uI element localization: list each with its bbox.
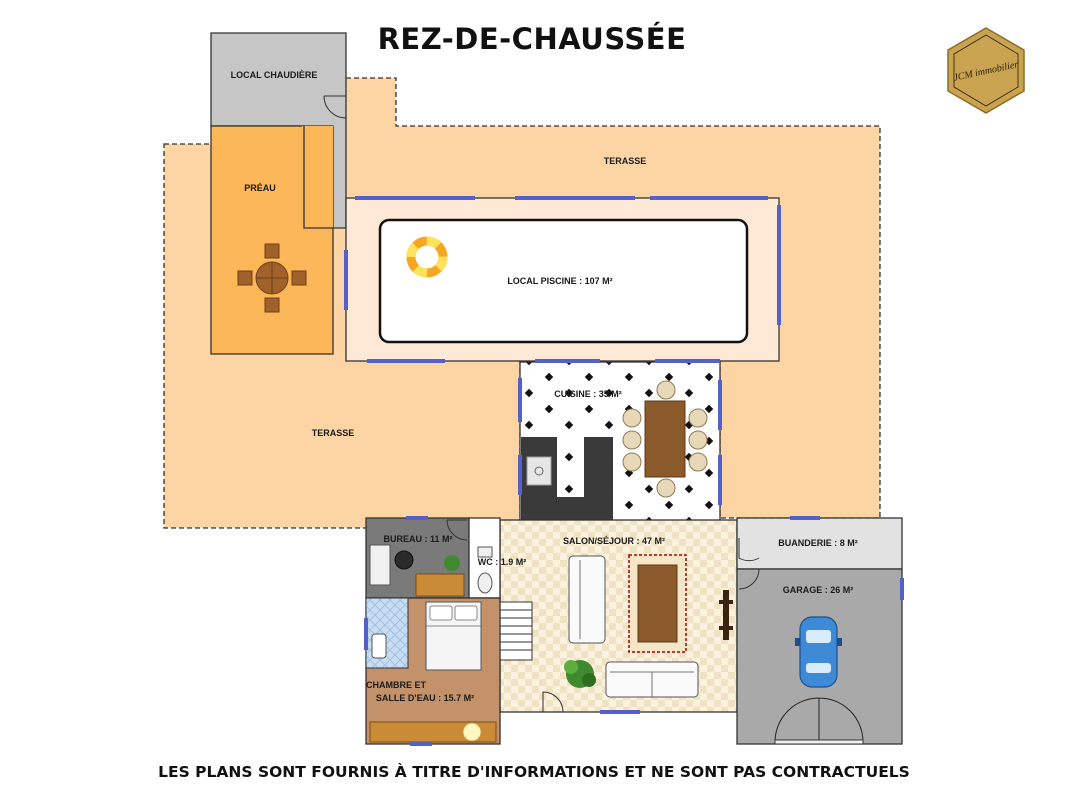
label-buanderie: BUANDERIE : 8 M² (778, 538, 858, 548)
kitchen-sink-icon (526, 456, 552, 486)
watermark-leboncoin: leboncoin (918, 760, 1044, 786)
label-garage: GARAGE : 26 M² (783, 585, 854, 595)
boiler-door (323, 95, 347, 119)
disclaimer-text: LES PLANS SONT FOURNIS À TITRE D'INFORMA… (158, 762, 910, 781)
label-bureau: BUREAU : 11 M² (383, 534, 452, 544)
label-cuisine: CUISINE : 35 M² (554, 389, 622, 399)
label-local-piscine: LOCAL PISCINE : 107 M² (507, 276, 612, 286)
car-icon (795, 616, 842, 688)
laundry-room (736, 517, 903, 570)
label-terasse-top: TERASSE (604, 156, 647, 166)
lamp-icon (462, 722, 482, 742)
label-local-chaudiere: LOCAL CHAUDIÈRE (231, 70, 318, 80)
label-terasse-left: TERASSE (312, 428, 355, 438)
bed-icon (425, 601, 482, 671)
office-desk-icon (369, 544, 391, 586)
patio-table-icon (237, 243, 307, 313)
sink-drain (534, 466, 544, 476)
garage-gate (774, 697, 864, 743)
office-cabinet-icon (415, 573, 465, 597)
salon-door (542, 691, 564, 713)
laundry-door (738, 538, 760, 562)
pool-basin (378, 218, 749, 344)
label-chambre-line1: CHAMBRE ET (366, 680, 427, 690)
plant-icon (564, 660, 596, 688)
garage-door (738, 568, 760, 590)
dining-table-icon (622, 380, 708, 498)
stairs-icon (499, 601, 533, 661)
label-preau: PRÉAU (244, 183, 276, 193)
windows (344, 196, 904, 746)
label-chambre-line2: SALLE D'EAU : 15.7 M² (376, 693, 474, 703)
washbasin-icon (371, 633, 387, 659)
preau-gap (302, 126, 333, 228)
garage-threshold (774, 739, 864, 745)
office-plant-icon (444, 555, 460, 571)
label-salon: SALON/SÉJOUR : 47 M² (563, 536, 665, 546)
agency-logo: JCM immobilier (947, 27, 1025, 114)
office-chair-icon (394, 550, 414, 570)
tv-stand-icon (719, 590, 733, 640)
label-wc: WC : 1.9 M² (478, 557, 527, 567)
toilet-icon (477, 546, 493, 594)
page-title: REZ-DE-CHAUSSÉE (378, 22, 687, 56)
preau-wall (303, 126, 333, 229)
office-door (446, 519, 468, 541)
sofa-icon (568, 555, 699, 698)
rug-icon (628, 554, 687, 653)
lifebuoy-icon (406, 236, 448, 278)
